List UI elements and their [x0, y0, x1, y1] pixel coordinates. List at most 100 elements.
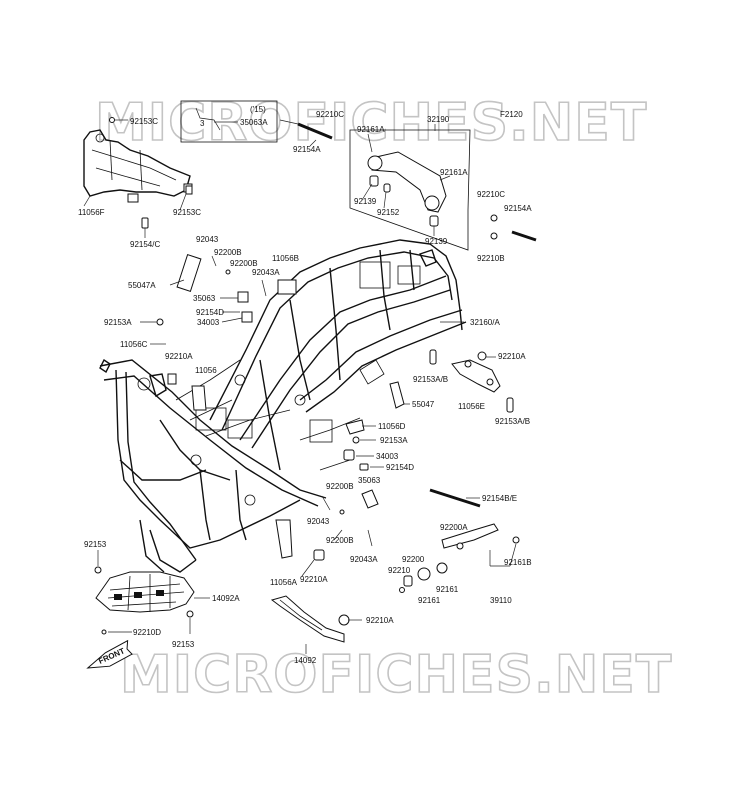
part-label: 14092: [294, 656, 317, 665]
part-label: 92161A: [440, 168, 468, 177]
part-label: 11056F: [78, 208, 105, 217]
bolt-icon: [352, 436, 360, 444]
nut-icon: [490, 214, 498, 222]
part-label: 92161A: [357, 125, 385, 134]
part-label: 35063: [358, 476, 381, 485]
part-labels: 92153C 92210C 92154A 92161A 92161A 92139…: [78, 110, 532, 665]
part-label: 92043A: [252, 268, 280, 277]
bolt-icon: [94, 566, 102, 574]
nut-icon: [313, 549, 325, 561]
part-label: 92161: [418, 596, 441, 605]
part-label: 92153A: [380, 436, 408, 445]
part-label: 35063: [193, 294, 216, 303]
part-label: 55047: [412, 400, 435, 409]
main-frame-icon: [99, 239, 467, 573]
right-bracket-icon: [451, 359, 501, 393]
part-label: 11056: [195, 366, 217, 375]
part-label: 92210B: [477, 254, 505, 263]
part-label: 92139: [425, 237, 448, 246]
washer-icon: [225, 269, 231, 275]
part-label: 92200B: [214, 248, 242, 257]
part-label: 32160/A: [470, 318, 500, 327]
group-box-32190: 32190: [349, 115, 471, 251]
part-label: 92152: [377, 208, 400, 217]
part-label: 11056B: [272, 254, 299, 263]
bolt-icon: [109, 117, 115, 123]
part-label: 92210C: [316, 110, 344, 119]
part-label: 92210A: [366, 616, 394, 625]
watermark-top: MICROFICHES.NET: [95, 93, 647, 153]
clip-icon: [237, 291, 249, 303]
part-label: 92043A: [350, 555, 378, 564]
part-label: 92154B/E: [482, 494, 517, 503]
part-label: 92153: [172, 640, 195, 649]
part-label: 92154A: [293, 145, 321, 154]
part-label: 92210D: [133, 628, 161, 637]
inset-bracket-icon: [195, 107, 221, 131]
nut-icon: [490, 232, 498, 240]
collar-icon: [343, 449, 355, 461]
part-label: 34003: [376, 452, 399, 461]
part-label: 11056E: [458, 402, 485, 411]
nut-icon: [167, 373, 177, 385]
spring-pin-icon: [261, 279, 267, 297]
part-label: 92153C: [173, 208, 201, 217]
part-label: 92210: [388, 566, 411, 575]
nut-icon: [399, 587, 405, 593]
part-label: 92153A: [104, 318, 132, 327]
inset-part-label: 35063A: [240, 118, 268, 127]
part-label: 92153A/B: [495, 417, 530, 426]
part-label: 14092A: [212, 594, 240, 603]
part-label: 39110: [490, 596, 512, 605]
guard-strap-icon: [270, 595, 345, 643]
clip-icon: [361, 489, 379, 509]
bolt-icon: [506, 397, 514, 413]
collar-icon: [241, 311, 253, 323]
rubber-pad-icon: [389, 381, 405, 409]
part-label: 55047A: [128, 281, 156, 290]
part-label: 92043: [307, 517, 330, 526]
bush-icon: [436, 562, 448, 574]
part-label: 11056C: [120, 340, 148, 349]
part-label: 92200: [402, 555, 425, 564]
bracket-icon: [345, 419, 365, 435]
footboard-bracket-icon: [83, 129, 193, 203]
bolt-icon: [156, 318, 164, 326]
plate-icon: [277, 279, 297, 295]
part-label: 11056D: [378, 422, 406, 431]
part-label: 92200B: [230, 259, 258, 268]
part-label: 34003: [197, 318, 220, 327]
bracket-icon: [275, 519, 293, 559]
bolt-icon: [141, 217, 149, 229]
part-label: 92200A: [440, 523, 468, 532]
part-label: 92153C: [130, 117, 158, 126]
long-bolt-icon: [297, 122, 333, 140]
figure-code: F2120: [500, 110, 523, 119]
nut-icon: [477, 351, 487, 361]
inset-box: ('15) 35063A 3: [180, 100, 278, 143]
bolt-icon: [186, 610, 194, 618]
long-bolt-icon: [511, 230, 537, 242]
inset-side-label: 3: [200, 119, 205, 128]
part-label: 92210A: [300, 575, 328, 584]
bush-icon: [417, 567, 431, 581]
part-label: 92153: [84, 540, 107, 549]
washer-icon: [339, 509, 345, 515]
spring-rod-icon: [441, 523, 499, 549]
bolt-icon: [359, 463, 369, 471]
long-bolt-icon: [429, 488, 481, 508]
part-label: 92154D: [196, 308, 224, 317]
part-label: 92210A: [165, 352, 193, 361]
watermark-bottom: MICROFICHES.NET: [120, 645, 672, 705]
rubber-mount-icon: [176, 254, 202, 292]
group-label-32190: 32190: [427, 115, 450, 124]
inset-year: ('15): [250, 105, 266, 114]
leader-lines: [83, 119, 517, 654]
part-label: 92161B: [504, 558, 532, 567]
part-label: 92210C: [477, 190, 505, 199]
nut-icon: [185, 185, 193, 195]
part-label: 92200B: [326, 482, 354, 491]
part-label: 11056A: [270, 578, 298, 587]
nut-icon: [338, 614, 350, 626]
